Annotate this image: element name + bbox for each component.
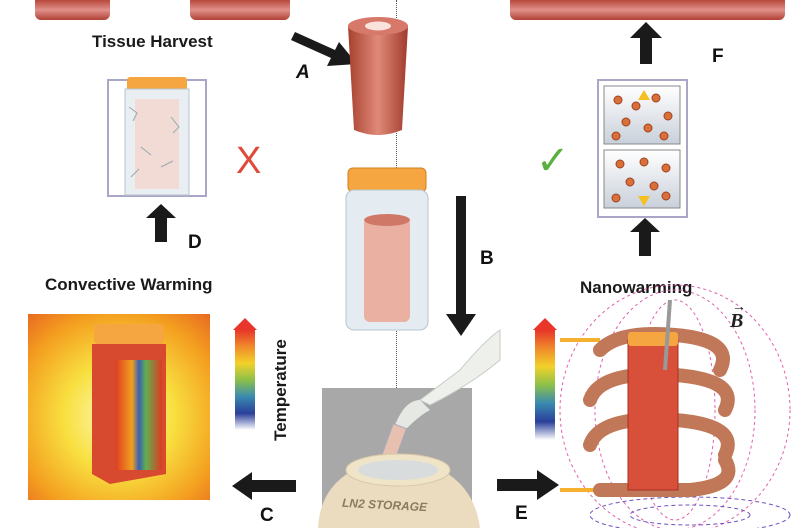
arrow-d bbox=[146, 204, 176, 242]
harvested-vessel bbox=[348, 17, 408, 135]
b-vector-arrow: → bbox=[732, 300, 746, 315]
arrow-f bbox=[630, 22, 662, 64]
vial-thermal-cutaway-icon bbox=[92, 324, 166, 484]
arrow-nanowarming-up bbox=[630, 218, 660, 256]
b-field-symbol: B bbox=[730, 310, 744, 332]
convective-result-panel bbox=[107, 77, 207, 197]
temperature-gradient-bar-left bbox=[235, 330, 255, 430]
step-f-label: F bbox=[712, 46, 724, 67]
temperature-arrow-head-right bbox=[533, 318, 557, 330]
tissue-harvest-label: Tissue Harvest bbox=[92, 32, 213, 51]
arrow-e bbox=[497, 470, 559, 500]
artery-segment-left bbox=[35, 0, 110, 20]
ln2-dewar-icon bbox=[318, 329, 501, 528]
arrow-c bbox=[232, 472, 296, 500]
step-a-label: A bbox=[296, 62, 310, 83]
cracked-vial-icon bbox=[124, 77, 190, 196]
step-c-label: C bbox=[260, 505, 274, 526]
step-b-label: B bbox=[480, 248, 494, 269]
convective-warming-image bbox=[28, 314, 210, 500]
nanowarming-label: Nanowarming bbox=[580, 278, 693, 297]
temperature-label: Temperature bbox=[271, 339, 290, 441]
magnetic-field-label: → B bbox=[730, 300, 746, 333]
step-e-label: E bbox=[515, 503, 528, 524]
artery-segment-middle bbox=[190, 0, 290, 20]
temperature-gradient-bar-right bbox=[535, 330, 555, 440]
artery-restored bbox=[510, 0, 785, 20]
induction-coil-icon bbox=[559, 284, 791, 528]
arrow-b bbox=[446, 196, 476, 336]
temperature-arrow-head-left bbox=[233, 318, 257, 330]
fail-mark: X bbox=[236, 140, 262, 182]
convective-warming-label: Convective Warming bbox=[45, 275, 213, 294]
nanoparticle-panels-icon bbox=[603, 85, 681, 209]
cryo-vial bbox=[345, 167, 429, 331]
success-mark: ✓ bbox=[536, 138, 570, 184]
nanowarming-result-panel bbox=[597, 79, 688, 218]
arrow-a bbox=[291, 32, 357, 66]
step-d-label: D bbox=[188, 232, 202, 253]
